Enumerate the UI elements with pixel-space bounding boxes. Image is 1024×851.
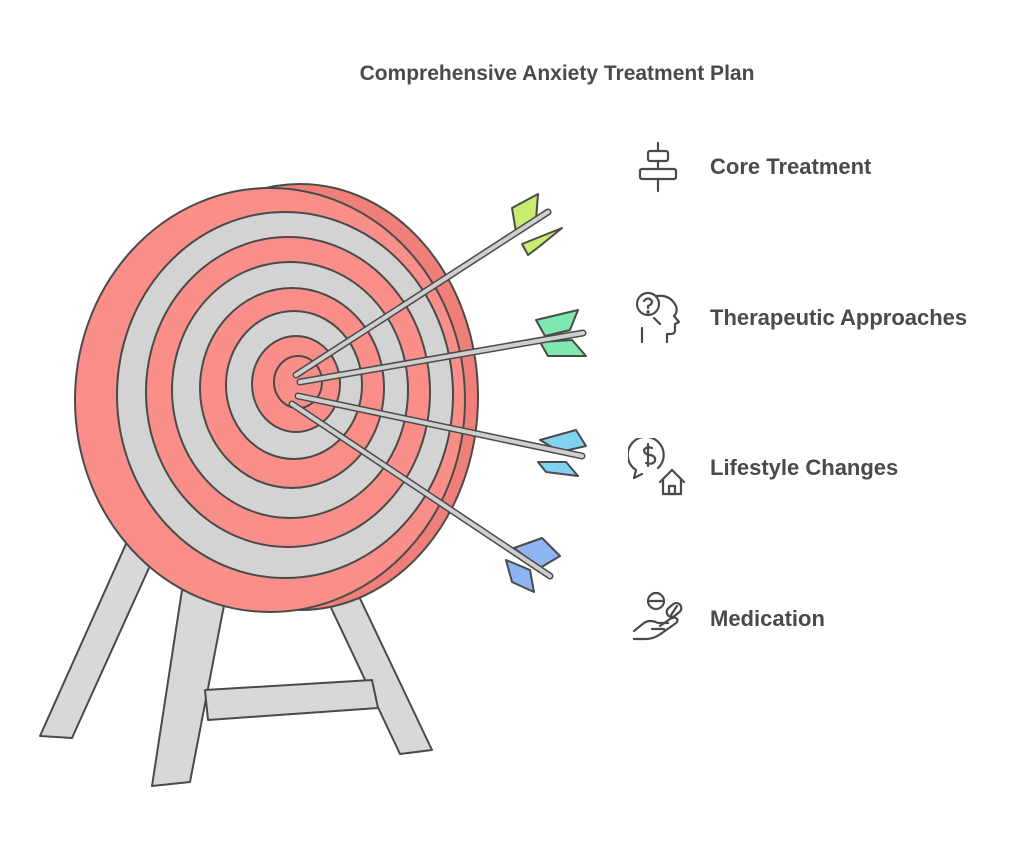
- item-label: Medication: [710, 606, 825, 631]
- arrow-lifestyle: [294, 392, 587, 477]
- arrow-therapeutic: [296, 309, 587, 386]
- arrow-core-treatment: [292, 193, 563, 379]
- arrow-medication: [288, 400, 561, 593]
- head-question-icon: [635, 291, 681, 344]
- item-core-treatment: Core Treatment: [628, 137, 871, 197]
- hand-pill-icon: [632, 591, 683, 641]
- item-label: Lifestyle Changes: [710, 455, 899, 480]
- stand-leg-front: [151, 589, 226, 787]
- stand-leg-left: [39, 534, 159, 739]
- dollar-home-icon: [628, 438, 686, 496]
- item-label: Core Treatment: [710, 154, 872, 179]
- align-center-icon: [638, 141, 678, 193]
- item-therapeutic-approaches: Therapeutic Approaches: [628, 288, 967, 348]
- item-lifestyle-changes: Lifestyle Changes: [628, 438, 898, 498]
- stand-crossbar: [204, 679, 379, 721]
- diagram-title: Comprehensive Anxiety Treatment Plan: [359, 62, 755, 85]
- stand-leg-back: [324, 587, 433, 755]
- target-face: [74, 187, 466, 613]
- item-label: Therapeutic Approaches: [710, 305, 968, 330]
- item-medication: Medication: [628, 589, 825, 649]
